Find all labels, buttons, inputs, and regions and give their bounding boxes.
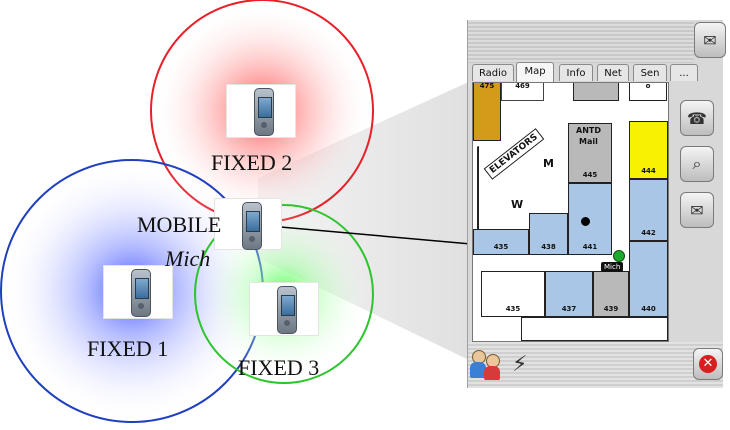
tab-net[interactable]: Net — [597, 64, 629, 81]
fixed3-pda-image — [249, 282, 319, 336]
room-445: 445 — [568, 123, 612, 183]
room-435-lower: 435 — [481, 271, 545, 317]
printer-marker — [581, 217, 590, 226]
room-475: 475 — [473, 83, 501, 141]
users-icon[interactable] — [470, 348, 504, 382]
floor-map[interactable]: 475 469 o ELEVATORS M W 445 ANTD Mail 44… — [472, 82, 669, 342]
antd-label: ANTD — [576, 126, 601, 135]
room-437: 437 — [545, 271, 593, 317]
fixed1-label: FIXED 1 — [87, 336, 169, 361]
room-top-o: o — [629, 83, 667, 101]
mail-label: Mail — [579, 137, 598, 146]
fixed3-label: FIXED 3 — [238, 355, 320, 380]
tab-map[interactable]: Map — [516, 62, 554, 82]
close-icon[interactable]: ✕ — [693, 348, 723, 380]
message-icon[interactable]: ✉ — [680, 192, 714, 228]
mobile-location-dot[interactable] — [613, 250, 625, 262]
fixed2-label: FIXED 2 — [211, 150, 293, 175]
room-442: 442 — [629, 179, 668, 241]
tab-more[interactable]: ... — [670, 64, 698, 81]
title-bar — [468, 20, 694, 63]
pda-app-window: ✉ Radio Map Info Net Sen ... 475 469 o E… — [467, 20, 726, 388]
room-439: 439 — [593, 271, 629, 317]
fixed2-pda-image — [226, 84, 296, 138]
fixed1-pda-image — [103, 265, 173, 319]
envelope-icon[interactable]: ✉ — [694, 22, 726, 58]
room-438: 438 — [529, 213, 568, 255]
women-restroom-label: W — [511, 198, 524, 211]
room-435-upper: 435 — [473, 229, 529, 255]
men-restroom-label: M — [543, 157, 554, 170]
plug-icon[interactable]: ⚡ — [512, 352, 528, 377]
bottom-toolbar: ⚡ ✕ — [468, 342, 723, 388]
corridor-bottom — [521, 317, 668, 341]
phone-icon[interactable]: ☎ — [680, 100, 714, 136]
mobile-location-tag: Mich — [601, 262, 624, 272]
room-469: 469 — [501, 83, 544, 101]
room-top-gray — [573, 83, 619, 101]
room-440: 440 — [629, 241, 668, 317]
mobile-pda-image — [214, 198, 282, 250]
tab-radio[interactable]: Radio — [472, 64, 514, 81]
room-444: 444 — [629, 121, 668, 179]
mobile-label: MOBILE — [137, 212, 222, 237]
zoom-projection — [258, 80, 473, 362]
tab-sen[interactable]: Sen — [633, 64, 667, 81]
mobile-name: Mich — [165, 246, 211, 271]
tab-info[interactable]: Info — [559, 64, 593, 81]
room-441: 441 — [568, 183, 612, 255]
magnifier-icon[interactable]: ⌕ — [680, 146, 714, 182]
